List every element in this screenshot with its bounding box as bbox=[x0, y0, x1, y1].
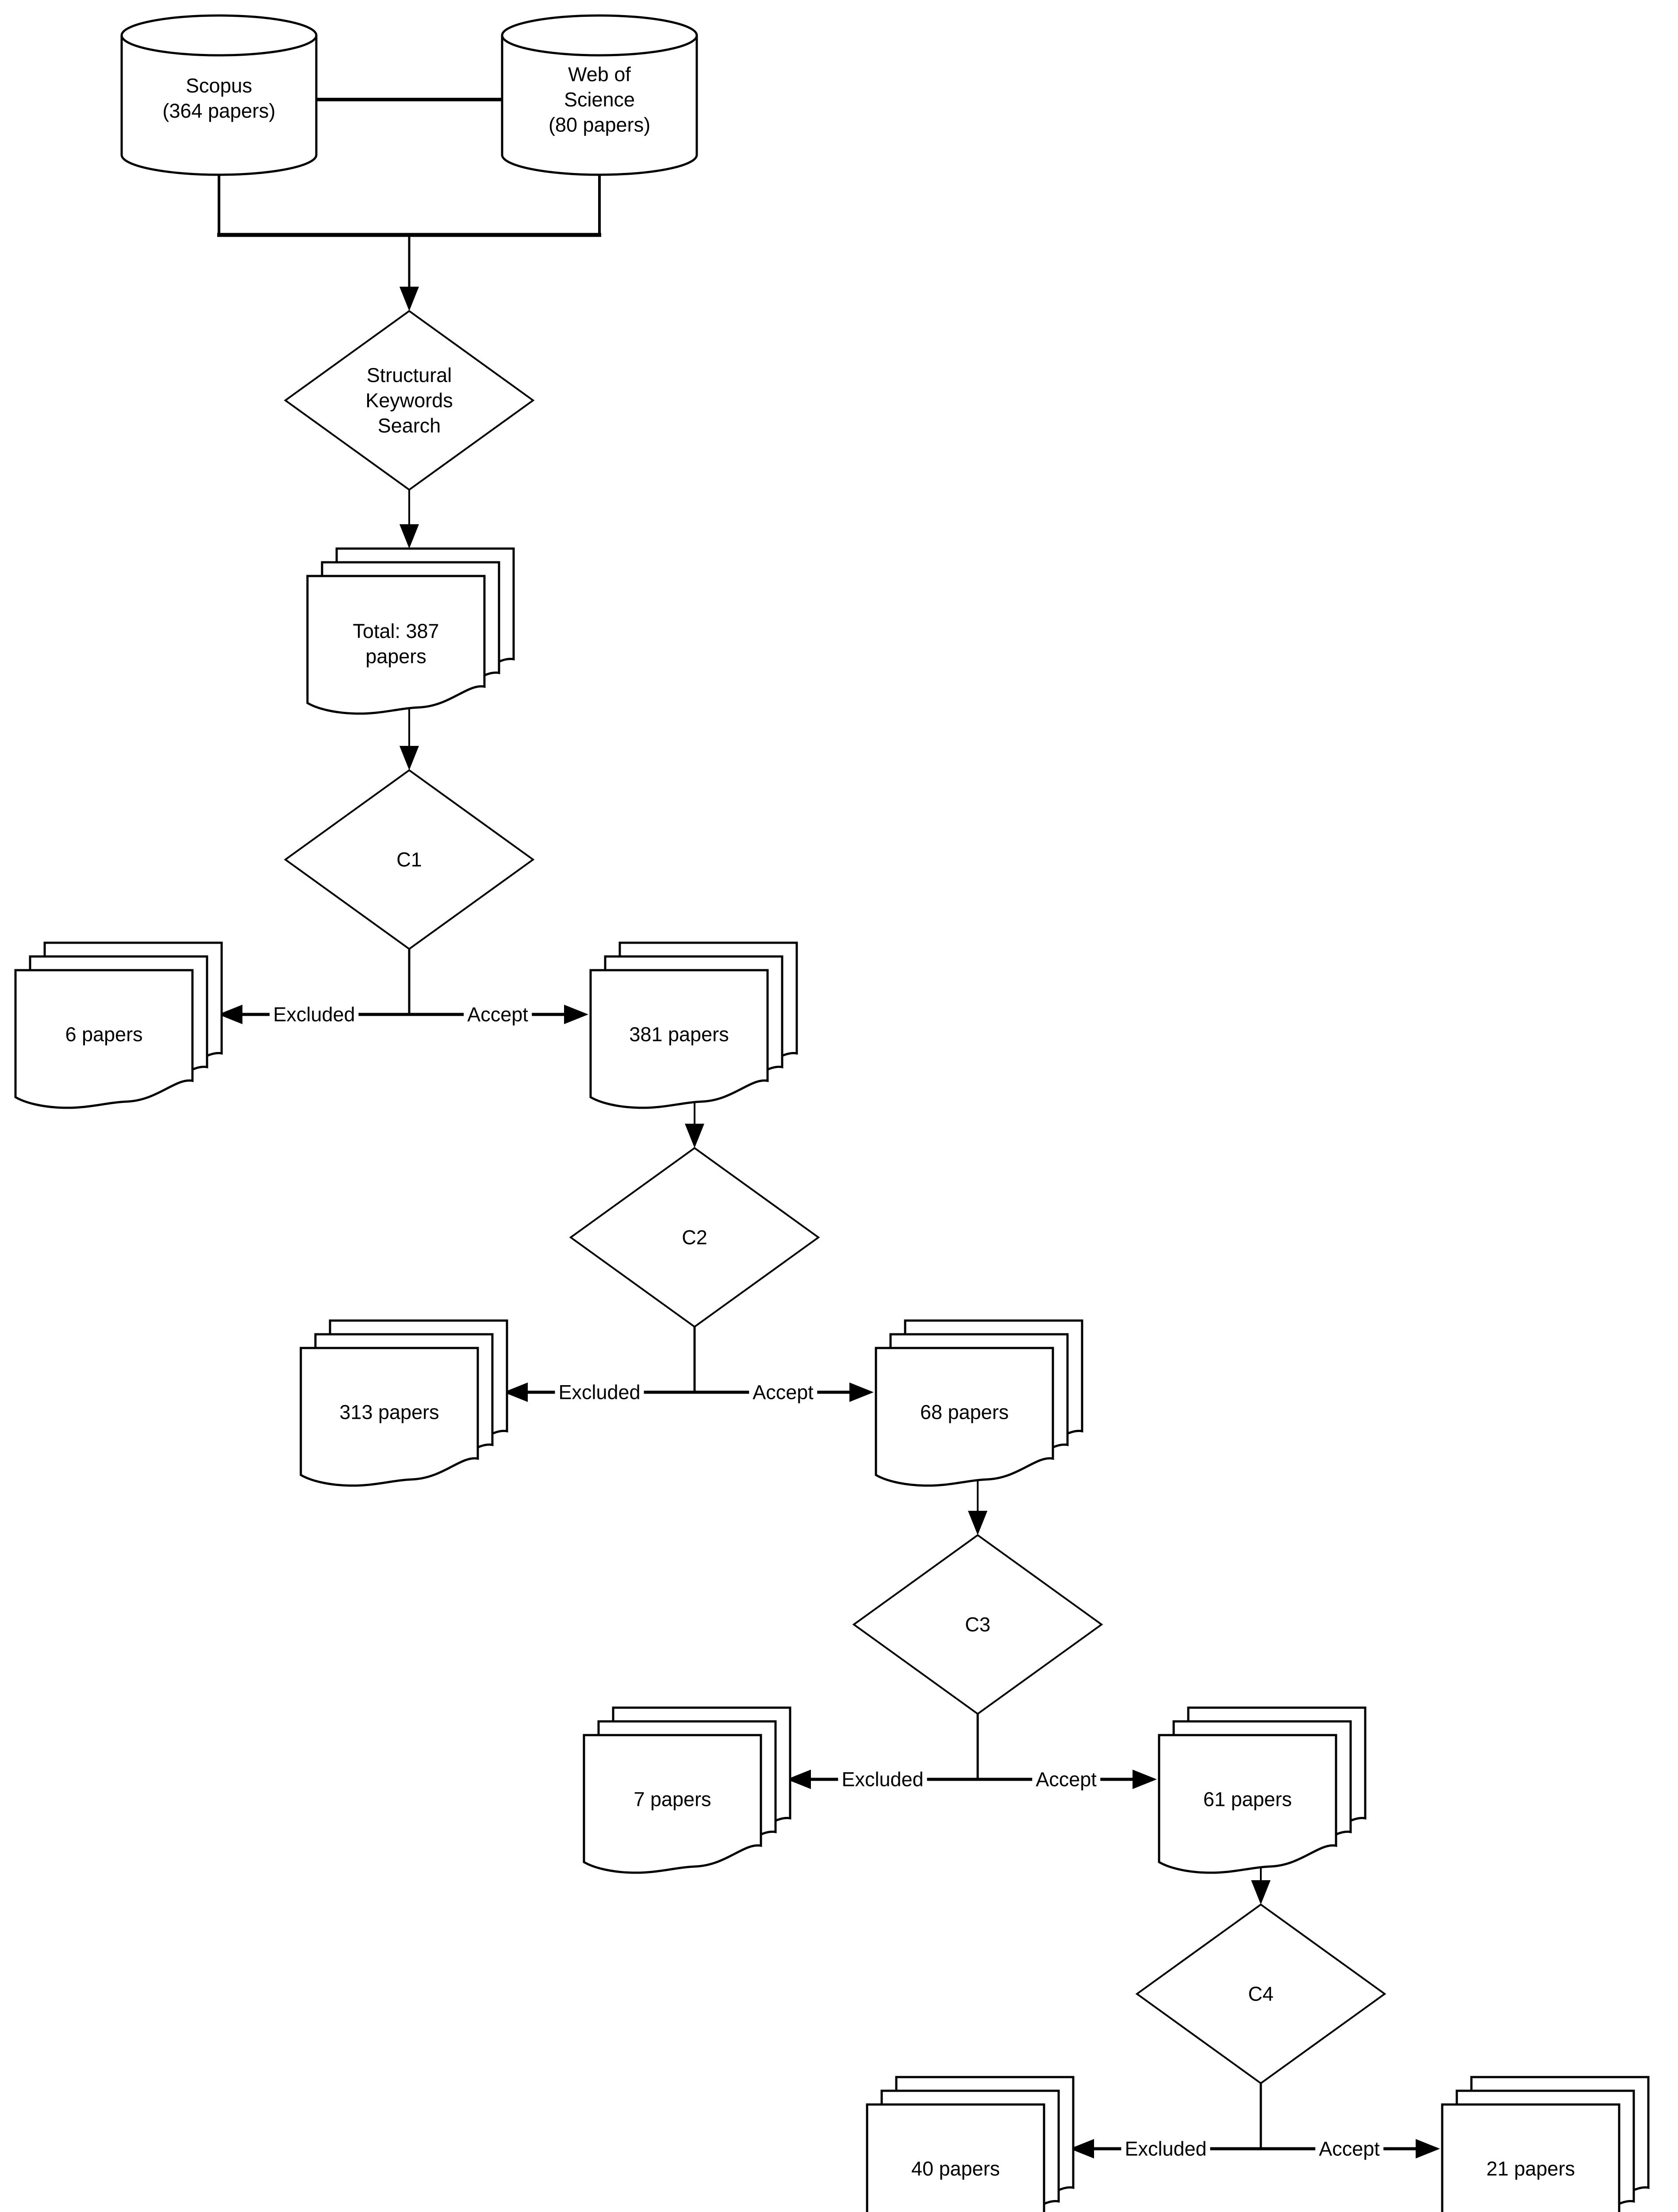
c1-accept-docs-label: 381 papers bbox=[629, 1023, 729, 1046]
c1-accept-exit-arrow bbox=[685, 1102, 704, 1148]
c2-excluded-docs-label: 313 papers bbox=[339, 1401, 439, 1424]
c4-excluded-docs-label: 40 papers bbox=[911, 2157, 1000, 2180]
arrow-to-keywords-search bbox=[399, 235, 419, 311]
c1-excluded-docs-label: 6 papers bbox=[65, 1023, 143, 1046]
arrow-total-to-c1 bbox=[399, 708, 419, 770]
web-of-science-label: Web of Science (80 papers) bbox=[548, 63, 651, 136]
c4-accept-docs-stack bbox=[1442, 2077, 1648, 2212]
c1-accept-edge-label: Accept bbox=[464, 1003, 532, 1025]
c3-accept-docs-label: 61 papers bbox=[1203, 1788, 1292, 1811]
c4-diamond-label: C4 bbox=[1248, 1982, 1274, 2005]
web-of-science-database-cylinder bbox=[501, 14, 698, 176]
total-docs-label: Total: 387 papers bbox=[353, 620, 439, 668]
c1-diamond-label: C1 bbox=[396, 848, 422, 871]
structural-keywords-search-label: Structural Keywords Search bbox=[365, 364, 453, 437]
c2-accept-edge-label: Accept bbox=[749, 1381, 817, 1403]
c2-diamond-label: C2 bbox=[682, 1226, 707, 1249]
c2-excluded-edge-label: Excluded bbox=[555, 1381, 644, 1403]
c4-excluded-docs-stack bbox=[867, 2077, 1073, 2212]
scopus-database-cylinder bbox=[120, 14, 318, 176]
c3-accept-edge-label: Accept bbox=[1032, 1768, 1100, 1790]
arrow-to-total-docs bbox=[399, 490, 419, 549]
c3-accept-exit-arrow bbox=[1251, 1867, 1271, 1905]
c2-accept-exit-arrow bbox=[968, 1480, 987, 1535]
c4-accept-edge-label: Accept bbox=[1315, 2138, 1383, 2160]
c4-excluded-edge-label: Excluded bbox=[1121, 2138, 1210, 2160]
c4-accept-docs-label: 21 papers bbox=[1486, 2157, 1575, 2180]
c3-excluded-edge-label: Excluded bbox=[838, 1768, 927, 1790]
c3-excluded-docs-label: 7 papers bbox=[634, 1788, 711, 1811]
scopus-label: Scopus (364 papers) bbox=[162, 74, 276, 122]
c3-diamond-label: C3 bbox=[965, 1613, 991, 1636]
c2-accept-docs-label: 68 papers bbox=[920, 1401, 1009, 1424]
c1-excluded-edge-label: Excluded bbox=[269, 1003, 359, 1025]
